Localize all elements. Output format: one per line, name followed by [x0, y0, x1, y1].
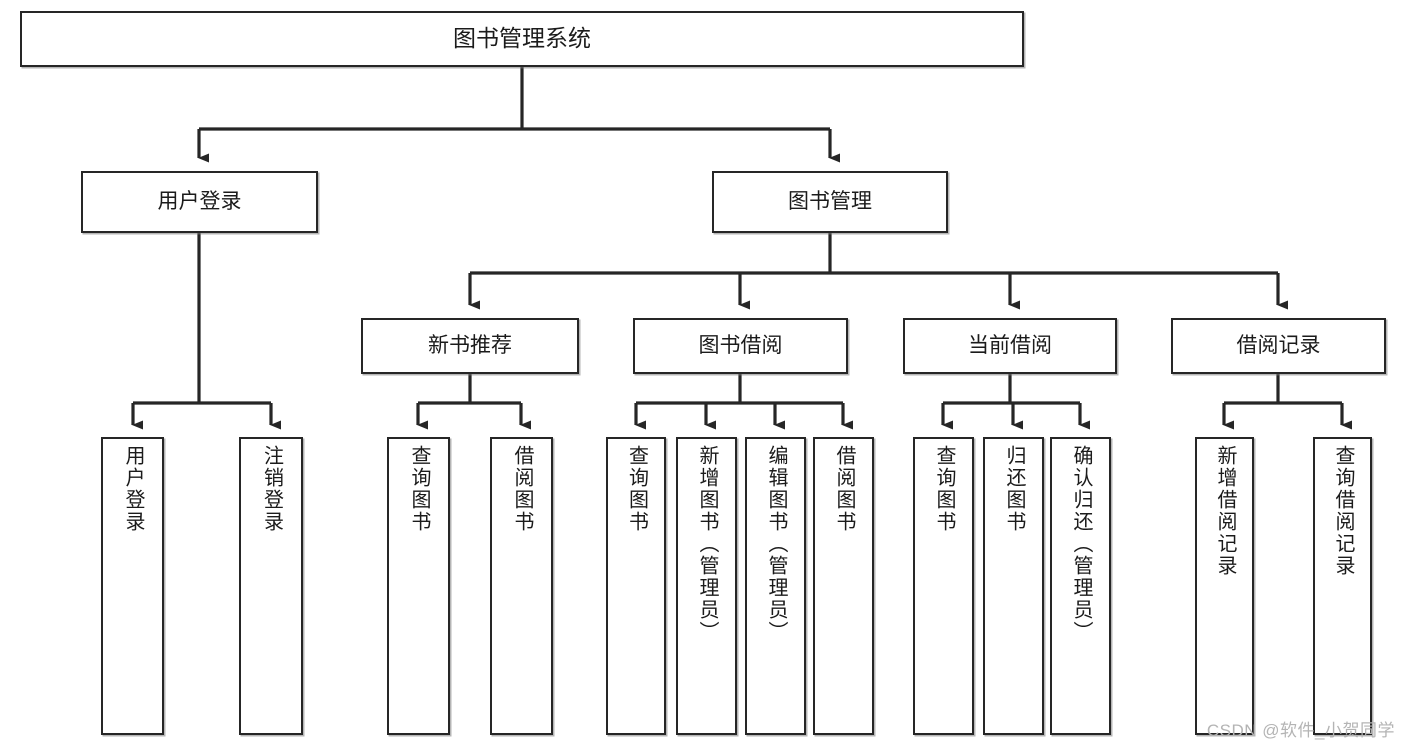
node-user-login[interactable]: 用户登录: [81, 171, 318, 233]
leaf-query-book-recommend[interactable]: 查询图书: [387, 437, 450, 735]
node-label: 编辑图书（管理员）: [765, 445, 787, 643]
node-label: 图书借阅: [698, 333, 783, 357]
node-borrow-records[interactable]: 借阅记录: [1171, 318, 1386, 374]
node-label: 用户登录: [157, 189, 242, 213]
node-label: 查询图书: [408, 445, 430, 533]
node-label: 新书推荐: [428, 333, 512, 357]
leaf-user-logout[interactable]: 注销登录: [239, 437, 303, 735]
leaf-add-borrow-record[interactable]: 新增借阅记录: [1195, 437, 1254, 735]
leaf-add-book-admin[interactable]: 新增图书（管理员）: [676, 437, 737, 735]
node-label: 借阅图书: [511, 445, 533, 533]
leaf-confirm-return-admin[interactable]: 确认归还（管理员）: [1050, 437, 1111, 735]
node-label: 借阅图书: [833, 445, 855, 533]
node-label: 当前借阅: [968, 333, 1052, 357]
leaf-user-login[interactable]: 用户登录: [101, 437, 164, 735]
node-label: 新增借阅记录: [1214, 445, 1236, 577]
leaf-query-borrow-record[interactable]: 查询借阅记录: [1313, 437, 1372, 735]
node-label: 用户登录: [122, 445, 144, 533]
leaf-edit-book-admin[interactable]: 编辑图书（管理员）: [745, 437, 806, 735]
node-label: 图书管理系统: [453, 25, 591, 52]
node-label: 查询图书: [625, 445, 648, 533]
node-book-management[interactable]: 图书管理: [712, 171, 948, 233]
leaf-query-book-borrow[interactable]: 查询图书: [606, 437, 666, 735]
leaf-borrow-book[interactable]: 借阅图书: [813, 437, 874, 735]
node-book-borrow[interactable]: 图书借阅: [633, 318, 848, 374]
node-label: 归还图书: [1003, 445, 1025, 533]
node-label: 确认归还（管理员）: [1070, 445, 1092, 643]
node-label: 图书管理: [788, 189, 872, 213]
node-label: 查询借阅记录: [1332, 445, 1354, 577]
node-root-system[interactable]: 图书管理系统: [20, 11, 1024, 67]
watermark: CSDN @软件_小贺同学: [1206, 721, 1395, 740]
node-label: 借阅记录: [1236, 333, 1321, 357]
node-label: 新增图书（管理员）: [696, 445, 718, 643]
leaf-query-book-current[interactable]: 查询图书: [913, 437, 974, 735]
leaf-borrow-book-recommend[interactable]: 借阅图书: [490, 437, 553, 735]
node-new-book-recommend[interactable]: 新书推荐: [361, 318, 579, 374]
leaf-return-book[interactable]: 归还图书: [983, 437, 1044, 735]
node-label: 注销登录: [260, 445, 283, 533]
node-label: 查询图书: [933, 445, 955, 533]
node-current-borrow[interactable]: 当前借阅: [903, 318, 1117, 374]
